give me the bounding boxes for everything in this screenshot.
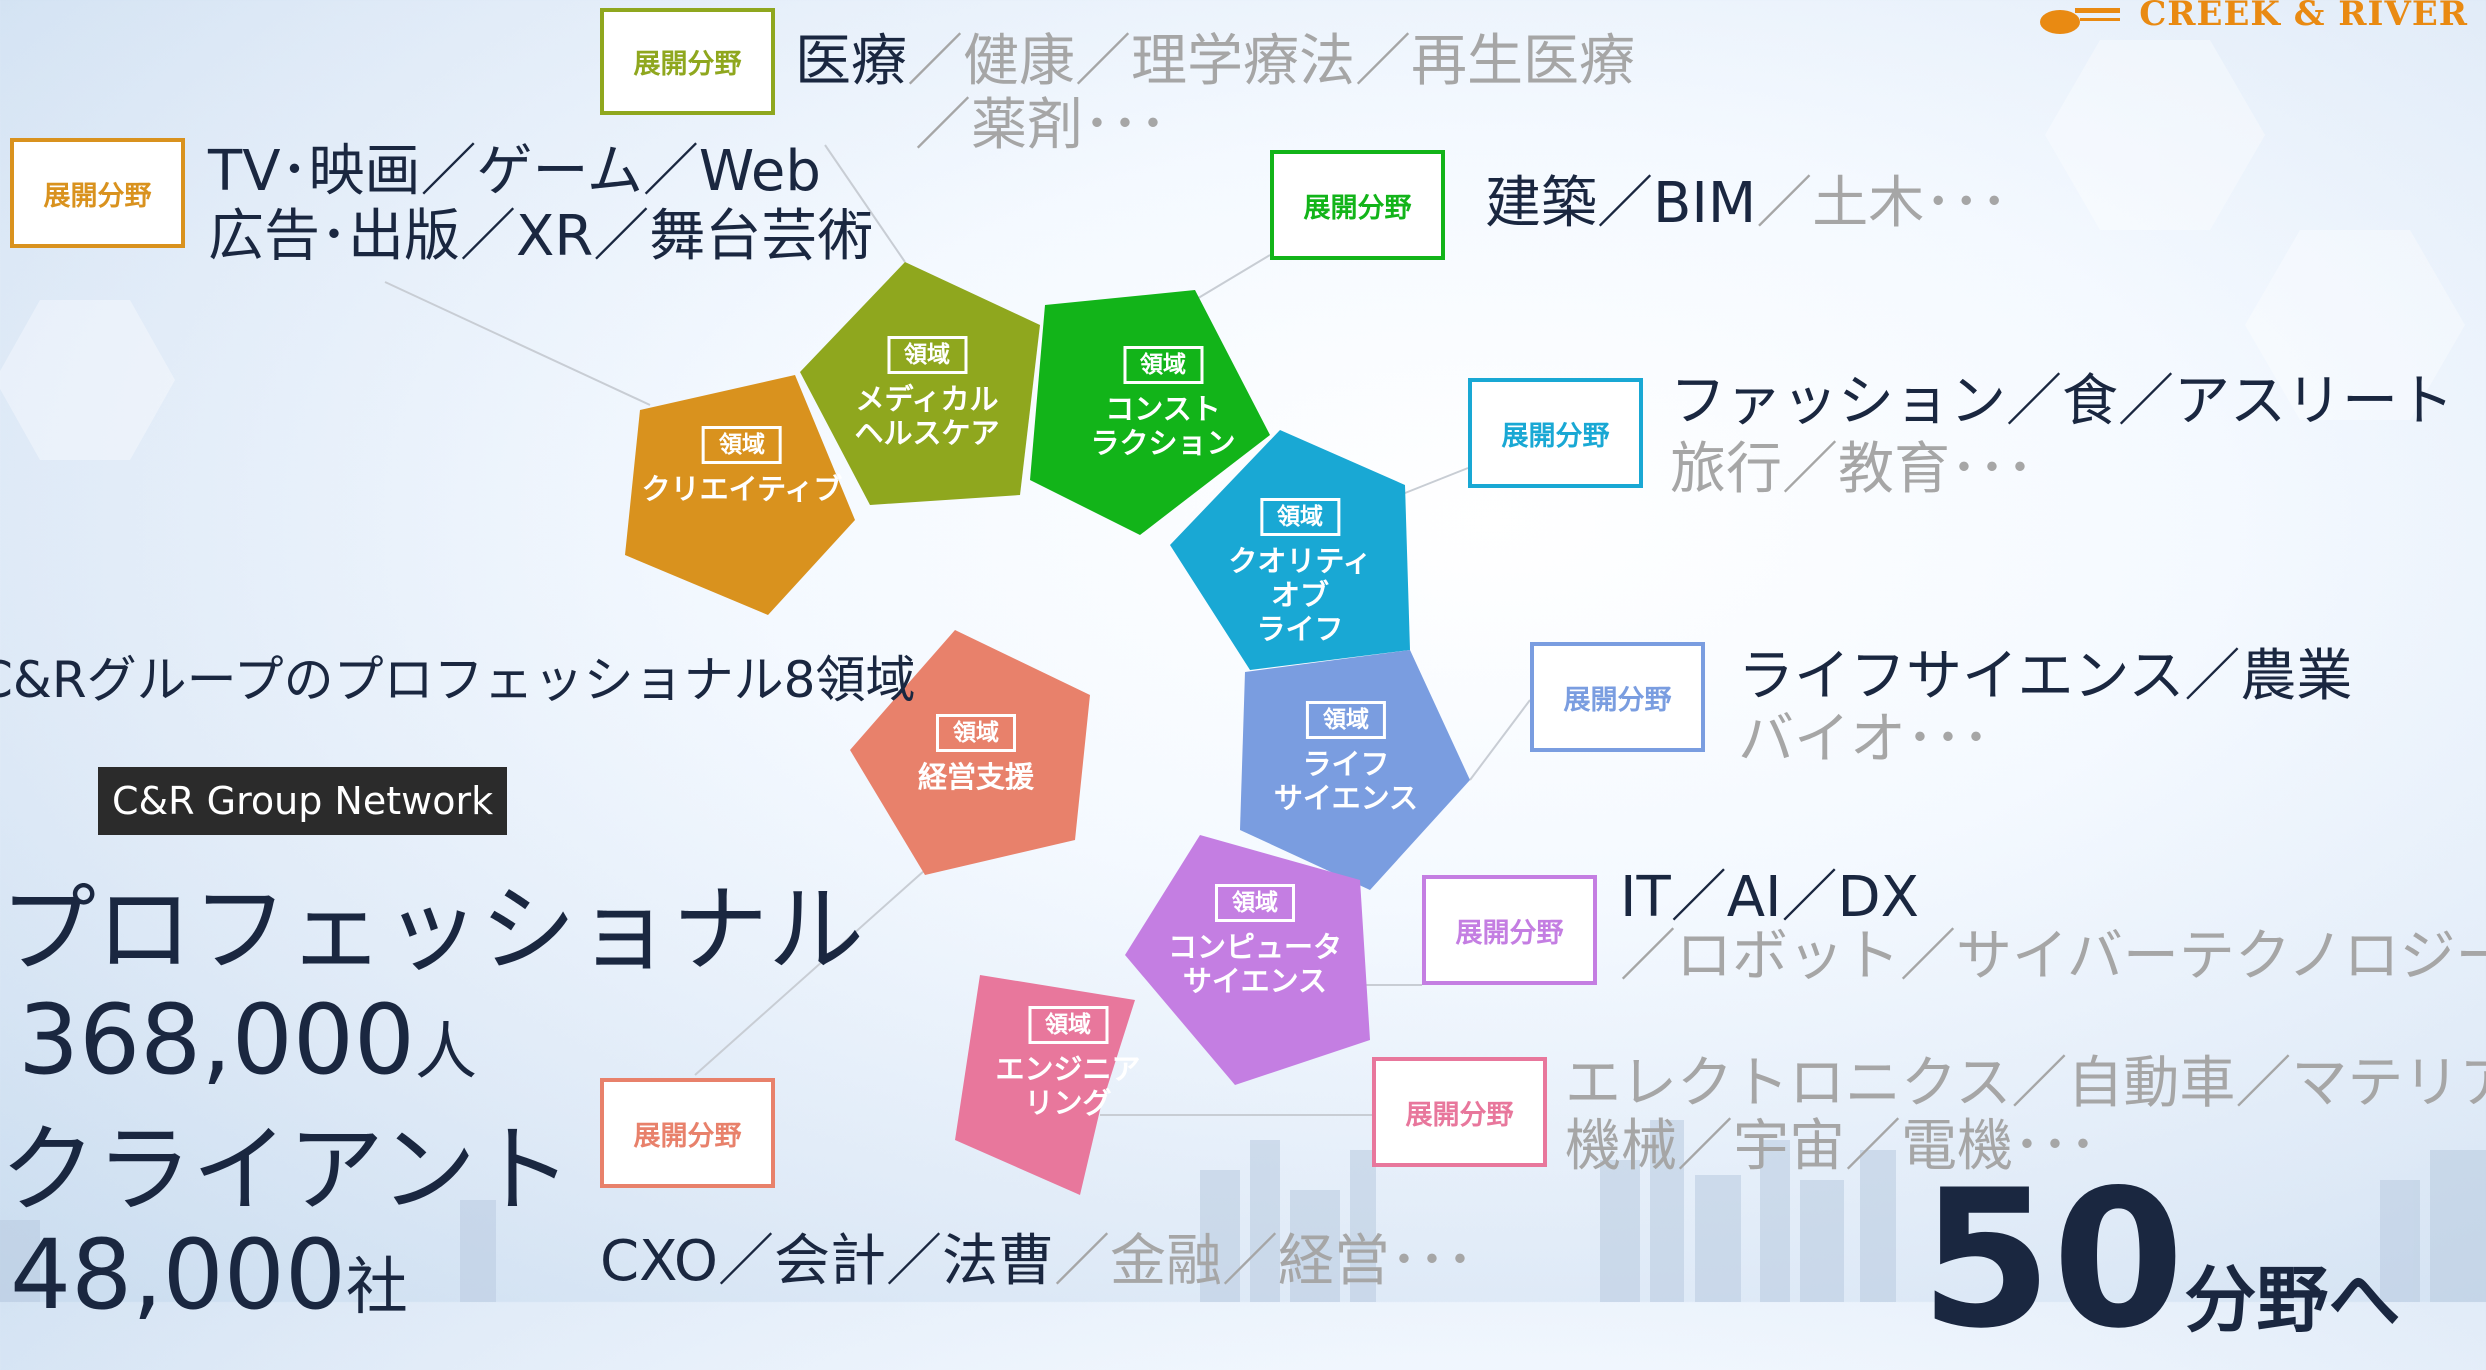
- page-title: C&Rグループのプロフェッショナル8領域: [0, 651, 916, 709]
- domain-construction-label: 領域 コンスト ラクション: [1090, 345, 1236, 460]
- domain-medical-label: 領域 メディカル ヘルスケア: [854, 335, 1000, 450]
- stat-pro-value: 368,000人: [18, 985, 477, 1095]
- domain-badge: 領域: [702, 426, 782, 464]
- stat-pro-number: 368,000: [18, 984, 415, 1096]
- domain-medical-shape[interactable]: [800, 262, 1040, 505]
- domain-cs-label: 領域 コンピュータ サイエンス: [1168, 883, 1342, 998]
- fields-count: 50分野へ: [1920, 1160, 2400, 1360]
- tag-qol[interactable]: 展開分野: [1468, 378, 1643, 488]
- field-lifescience-line1: ライフサイエンス／農業: [1738, 644, 2353, 709]
- tag-medical[interactable]: 展開分野: [600, 8, 775, 115]
- logo-icon: [2040, 8, 2120, 34]
- fields-label: 分野へ: [2184, 1258, 2401, 1342]
- field-engineering-line2: 機械／宇宙／電機･･･: [1565, 1114, 2097, 1179]
- fields-number: 50: [1920, 1149, 2185, 1370]
- tag-construction[interactable]: 展開分野: [1270, 150, 1445, 260]
- logo-text: CREEK & RIVER: [2139, 0, 2468, 34]
- domain-engineering-shape[interactable]: [955, 975, 1135, 1195]
- field-qol-line2: 旅行／教育･･･: [1670, 437, 2034, 502]
- domain-creative-shape[interactable]: [625, 375, 855, 615]
- field-cs-line1: IT／AI／DX: [1620, 865, 1920, 930]
- domain-management-shape[interactable]: [850, 630, 1090, 875]
- connector-lines: [384, 144, 1531, 1116]
- domain-management-label: 領域 経営支援: [918, 713, 1034, 794]
- field-engineering-line1: エレクトロニクス／自動車／マテリアル: [1565, 1051, 2486, 1116]
- network-badge: C&R Group Network: [98, 767, 508, 835]
- domain-badge: 領域: [886, 336, 967, 374]
- field-medical-line1: 医療／健康／理学療法／再生医療: [795, 29, 1635, 94]
- background-decoration: [0, 1120, 2486, 1302]
- tag-management[interactable]: 展開分野: [600, 1078, 775, 1188]
- domain-creative-label: 領域 クリエイティブ: [642, 425, 842, 506]
- tag-creative[interactable]: 展開分野: [10, 138, 185, 248]
- stat-client-label: クライアント: [0, 1114, 573, 1226]
- field-lifescience-line2: バイオ･･･: [1738, 707, 1990, 772]
- domain-qol-label: 領域 クオリティ オブ ライフ: [1228, 497, 1372, 646]
- domain-badge: 領域: [1122, 346, 1203, 384]
- domain-badge: 領域: [1214, 884, 1295, 922]
- field-creative-line2: 広告･出版／XR／舞台芸術: [208, 204, 874, 269]
- domain-badge: 領域: [935, 714, 1016, 752]
- stat-pro-unit: 人: [414, 1015, 477, 1088]
- domain-construction-shape[interactable]: [1030, 290, 1270, 535]
- field-medical-line2: ／薬剤･･･: [915, 93, 1167, 158]
- field-creative-line1: TV･映画／ゲーム／Web: [208, 139, 821, 204]
- field-construction-line1: 建築／BIM／土木･･･: [1485, 171, 2009, 236]
- field-management-line1: CXO／会計／法曹／金融／経営･･･: [600, 1229, 1474, 1294]
- field-qol-line1: ファッション／食／アスリート: [1670, 369, 2454, 434]
- domain-cs-shape[interactable]: [1125, 835, 1370, 1085]
- stat-client-number: 48,000: [10, 1219, 346, 1331]
- domain-engineering-label: 領域 エンジニア リング: [995, 1005, 1141, 1120]
- domain-lifescience-shape[interactable]: [1240, 650, 1470, 890]
- domain-badge: 領域: [1027, 1006, 1108, 1044]
- tag-cs[interactable]: 展開分野: [1422, 875, 1597, 985]
- stat-client-value: 48,000社: [10, 1220, 408, 1330]
- domain-badge: 領域: [1305, 701, 1386, 739]
- stat-pro-label: プロフェッショナル: [0, 874, 864, 986]
- domain-pentagons: [625, 262, 1470, 1195]
- domain-qol-shape[interactable]: [1170, 430, 1410, 670]
- domain-lifescience-label: 領域 ライフ サイエンス: [1274, 700, 1418, 815]
- tag-engineering[interactable]: 展開分野: [1372, 1057, 1547, 1167]
- domain-badge: 領域: [1259, 498, 1340, 536]
- tag-lifescience[interactable]: 展開分野: [1530, 642, 1705, 752]
- stat-client-unit: 社: [345, 1250, 408, 1323]
- field-cs-line2: ／ロボット／サイバーテクノロジー･･･: [1620, 924, 2486, 989]
